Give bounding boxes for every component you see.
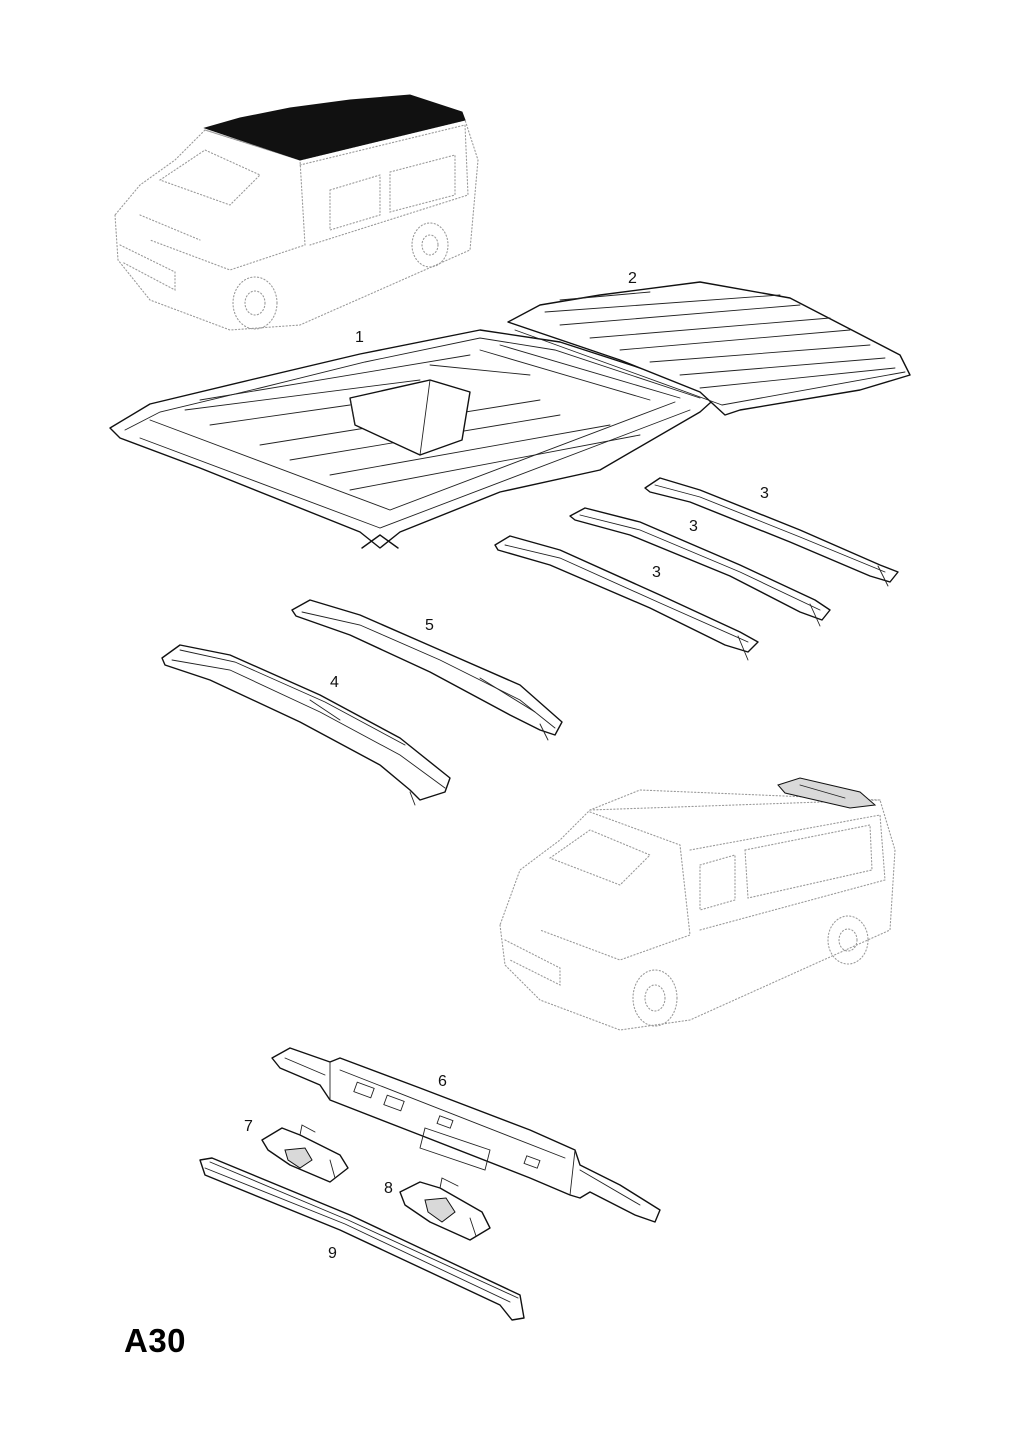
callout-4: 4 bbox=[330, 674, 339, 691]
roof-strip bbox=[199, 1157, 525, 1321]
reference-van-middle bbox=[499, 777, 896, 1031]
bracket-left bbox=[261, 1124, 349, 1183]
roof-bow-3b bbox=[569, 507, 831, 627]
bracket-right bbox=[399, 1177, 491, 1241]
callout-6: 6 bbox=[438, 1073, 447, 1090]
reference-van-top bbox=[114, 94, 479, 331]
callout-7: 7 bbox=[244, 1118, 253, 1135]
roof-bow-3a bbox=[644, 477, 899, 587]
callout-1: 1 bbox=[355, 329, 364, 346]
callout-3b: 3 bbox=[689, 518, 698, 535]
roof-bow-4 bbox=[161, 644, 451, 806]
callout-3c: 3 bbox=[652, 564, 661, 581]
roof-bow-3c bbox=[494, 535, 759, 661]
callout-2: 2 bbox=[628, 270, 637, 287]
roof-panel-front bbox=[109, 329, 721, 549]
callout-9: 9 bbox=[328, 1245, 337, 1262]
roof-panel-rear bbox=[507, 281, 911, 416]
roof-highlight bbox=[203, 94, 466, 161]
rear-header-panel bbox=[271, 1047, 661, 1223]
callout-8: 8 bbox=[384, 1180, 393, 1197]
roof-bow-5 bbox=[291, 599, 563, 741]
callout-5: 5 bbox=[425, 617, 434, 634]
callout-3a: 3 bbox=[760, 485, 769, 502]
page-code: A30 bbox=[124, 1322, 187, 1359]
